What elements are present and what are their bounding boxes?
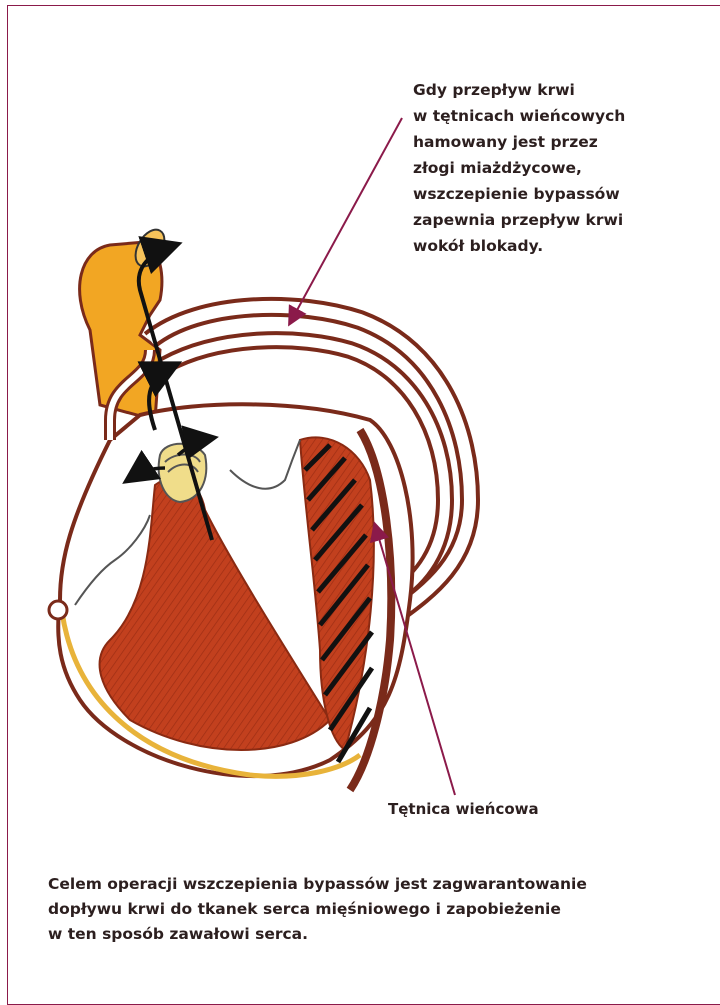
bypass-annotation: Gdy przepływ krwi w tętnicach wieńcowych… xyxy=(413,77,713,259)
coronary-artery-label: Tętnica wieńcowa xyxy=(388,800,539,818)
figure-caption: Celem operacji wszczepienia bypassów jes… xyxy=(48,872,688,947)
bypass-pointer xyxy=(290,118,402,323)
vena-cava-opening xyxy=(49,601,67,619)
